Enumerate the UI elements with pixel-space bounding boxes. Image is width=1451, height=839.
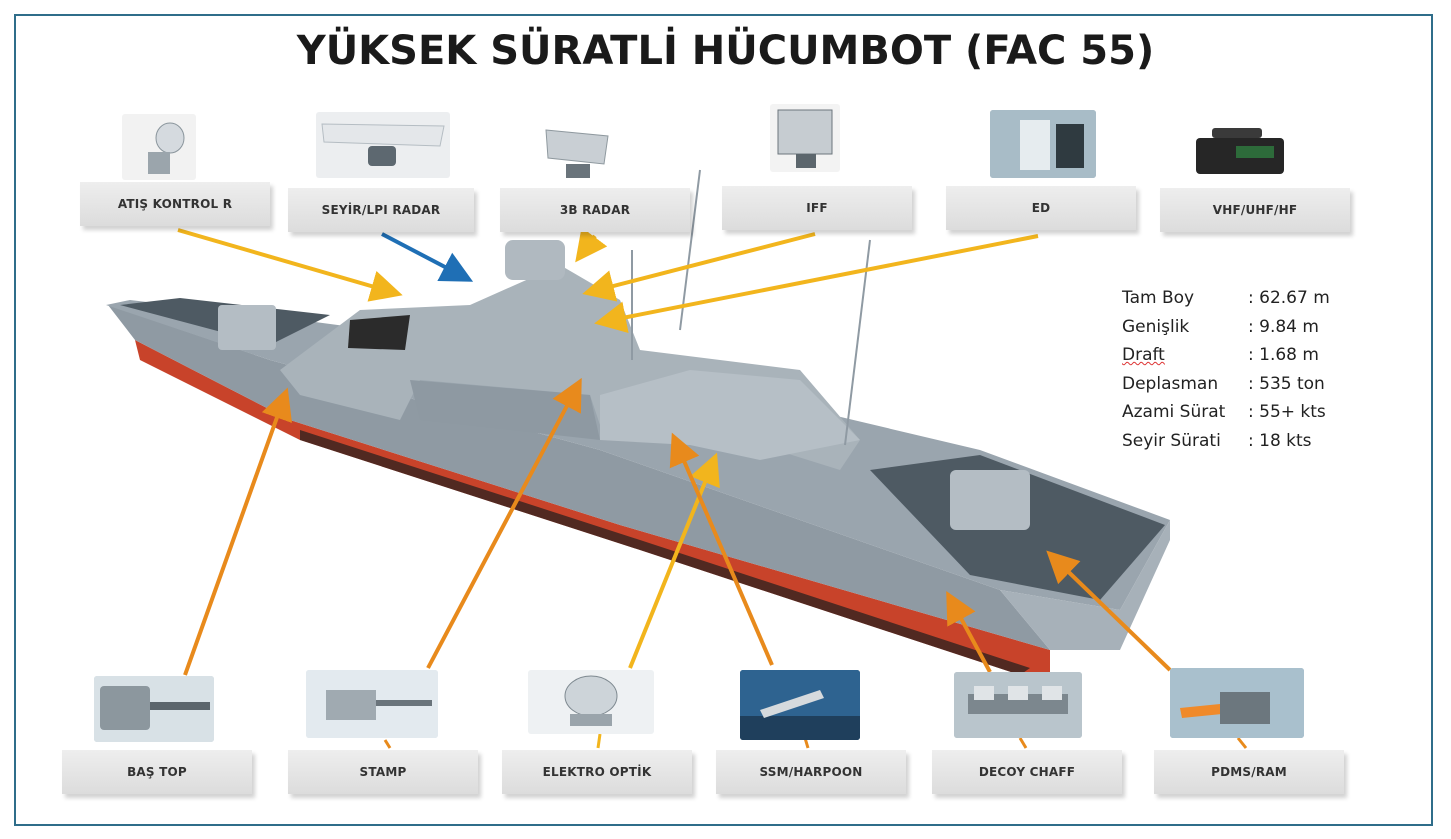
- spec-table: Tam Boy : 62.67 m Genişlik : 9.84 m Draft:…: [1122, 284, 1330, 455]
- arrow-bas-top: [183, 387, 292, 676]
- 3b-radar-image: [542, 124, 614, 182]
- spec-key-text: Draft: [1122, 345, 1165, 365]
- label-ssm-harpoon: SSM/HARPOON: [716, 750, 906, 794]
- spec-key: Deplasman: [1122, 373, 1219, 394]
- bas-top-image: [94, 676, 214, 742]
- spec-value: : 62.67 m: [1248, 288, 1330, 308]
- label-seyir-lpi-radar: SEYİR/LPI RADAR: [288, 188, 474, 232]
- label-decoy-chaff: DECOY CHAFF: [932, 750, 1122, 794]
- arrow-decoy: [946, 590, 992, 673]
- label-pdms-ram: PDMS/RAM: [1154, 750, 1344, 794]
- iff-image: [770, 104, 840, 172]
- arrow-3b-radar: [575, 227, 608, 263]
- stamp-image: [306, 670, 438, 738]
- arrow-pdms: [1046, 550, 1172, 672]
- spec-key: Genişlik: [1122, 316, 1190, 337]
- spec-row: Deplasman : 535 ton: [1122, 370, 1330, 399]
- spec-key: Azami Sürat: [1122, 402, 1226, 422]
- arrow-stamp: [426, 377, 582, 669]
- spec-row: Seyir Sürati : 18 kts: [1122, 427, 1330, 456]
- arrow-seyir-radar: [381, 232, 474, 282]
- arrow-iff: [582, 232, 816, 302]
- label-bas-top: BAŞ TOP: [62, 750, 252, 794]
- arrow-ssm: [669, 432, 774, 666]
- spec-row: Genişlik : 9.84 m: [1122, 313, 1330, 342]
- spec-row: Tam Boy : 62.67 m: [1122, 284, 1330, 313]
- spec-key: Seyir Sürati: [1122, 430, 1221, 451]
- spec-value: : 18 kts: [1248, 430, 1312, 451]
- spec-row: Azami Sürat : 55+ kts: [1122, 398, 1330, 427]
- label-atis-kontrol: ATIŞ KONTROL R: [80, 182, 270, 226]
- spec-value: : 55+ kts: [1248, 402, 1326, 422]
- spec-row: Draft : 1.68 m: [1122, 341, 1330, 370]
- elektro-optik-image: [528, 670, 654, 734]
- spec-value: : 1.68 m: [1248, 345, 1319, 365]
- page-title: YÜKSEK SÜRATLİ HÜCUMBOT (FAC 55): [296, 28, 1155, 74]
- arrow-ed: [594, 234, 1039, 334]
- vhf-radio-image: [1192, 124, 1288, 180]
- spec-key: Tam Boy: [1122, 288, 1195, 308]
- label-3b-radar: 3B RADAR: [500, 188, 690, 232]
- spec-value: : 535 ton: [1248, 373, 1325, 394]
- label-stamp: STAMP: [288, 750, 478, 794]
- ed-image: [990, 110, 1096, 178]
- decoy-chaff-image: [954, 672, 1082, 738]
- ssm-harpoon-image: [740, 670, 860, 740]
- hull-waterline: [135, 340, 1050, 675]
- spec-value: : 9.84 m: [1248, 316, 1319, 337]
- arrow-atis-kontrol: [177, 228, 403, 302]
- spec-key: Draft: [1122, 341, 1248, 370]
- atis-kontrol-image: [122, 114, 196, 180]
- label-iff: IFF: [722, 186, 912, 230]
- label-ed: ED: [946, 186, 1136, 230]
- label-vhf-uhf-hf: VHF/UHF/HF: [1160, 188, 1350, 232]
- label-elektro-optik: ELEKTRO OPTİK: [502, 750, 692, 794]
- seyir-radar-image: [316, 112, 450, 178]
- pdms-ram-image: [1170, 668, 1304, 738]
